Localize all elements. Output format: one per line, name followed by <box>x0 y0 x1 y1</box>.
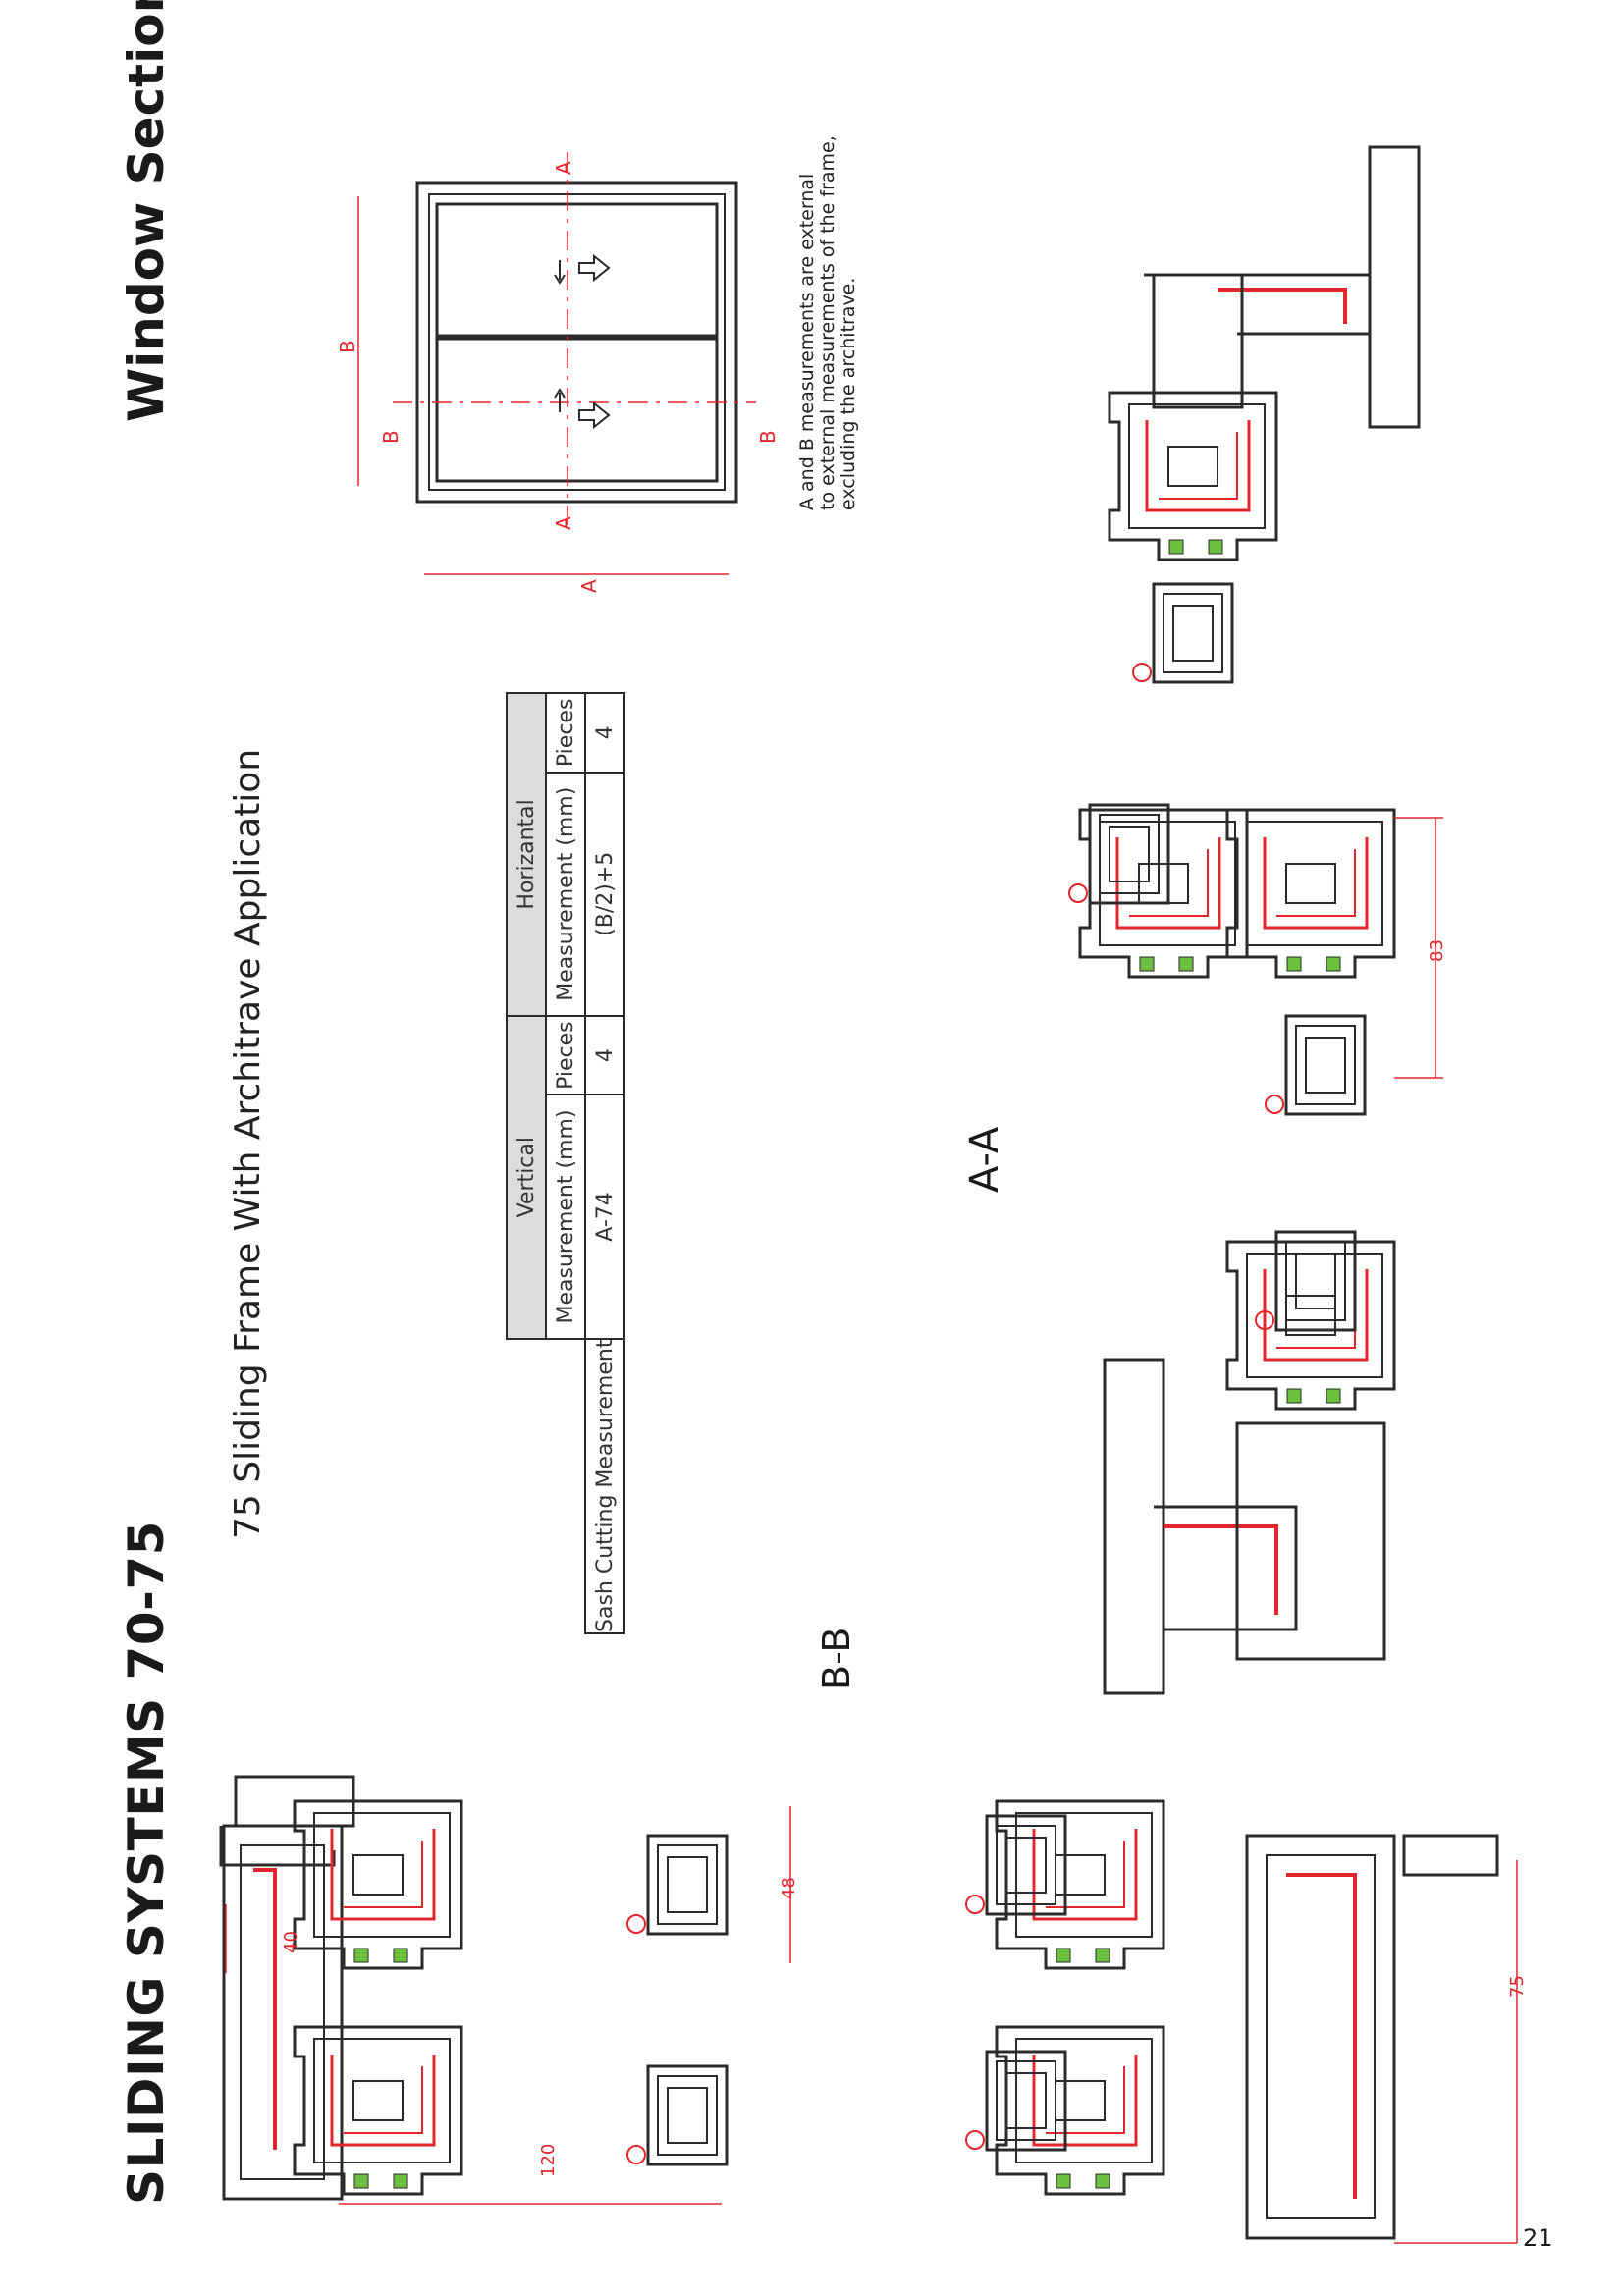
section-mark-a: A <box>552 516 575 530</box>
note-line: A and B measurements are external <box>796 173 818 510</box>
section-mark-a: A <box>552 161 575 175</box>
section-label-aa: A-A <box>962 1126 1007 1193</box>
aa-section-left <box>1103 1230 1396 1695</box>
table-row: Sash Cutting Measurement A-74 4 (B/2)+5 … <box>585 693 624 1633</box>
page-number: 21 <box>1523 2224 1553 2252</box>
col-header: Measurement (mm) <box>546 772 585 1016</box>
group-horizontal: Horizantal <box>507 693 546 1016</box>
cutting-table: Vertical Horizantal Measurement (mm) Pie… <box>506 692 625 1634</box>
table-group-row: Vertical Horizantal <box>507 693 546 1633</box>
aa-section-middle <box>1067 803 1443 1116</box>
dimension-40: 40 <box>281 1931 301 1953</box>
dimension-83: 83 <box>1427 939 1447 962</box>
table-cell: (B/2)+5 <box>585 772 624 1016</box>
window-elevation <box>357 152 756 575</box>
dimension-label-a: A <box>577 579 601 593</box>
row-label: Sash Cutting Measurement <box>585 1338 624 1633</box>
bb-section-top <box>219 1775 791 2205</box>
note-line: excluding the architrave. <box>838 277 859 510</box>
col-header: Measurement (mm) <box>546 1095 585 1339</box>
dimension-label-b: B <box>336 340 359 353</box>
col-header: Pieces <box>546 1015 585 1095</box>
section-label-bb: B-B <box>815 1627 858 1691</box>
measurement-note: A and B measurements are external to ext… <box>796 135 859 510</box>
table-cell: 4 <box>585 693 624 773</box>
table-header-row: Measurement (mm) Pieces Measurement (mm)… <box>546 693 585 1633</box>
section-title: Window Sections <box>118 0 175 422</box>
dimension-120: 120 <box>538 2143 559 2177</box>
aa-section-right <box>1108 145 1421 684</box>
group-vertical: Vertical <box>507 1015 546 1339</box>
note-line: to external measurements of the frame, <box>817 135 839 510</box>
table-cell: 4 <box>585 1015 624 1095</box>
dimension-75: 75 <box>1507 1975 1528 1998</box>
col-header: Pieces <box>546 693 585 773</box>
table-cell: A-74 <box>585 1095 624 1339</box>
dimension-48: 48 <box>779 1877 799 1899</box>
section-mark-b: B <box>756 430 780 444</box>
section-mark-b: B <box>379 430 403 444</box>
page-title: SLIDING SYSTEMS 70-75 <box>118 1521 175 2205</box>
subtitle: 75 Sliding Frame With Architrave Applica… <box>228 748 268 1539</box>
bb-section-bottom <box>964 1799 1518 2244</box>
